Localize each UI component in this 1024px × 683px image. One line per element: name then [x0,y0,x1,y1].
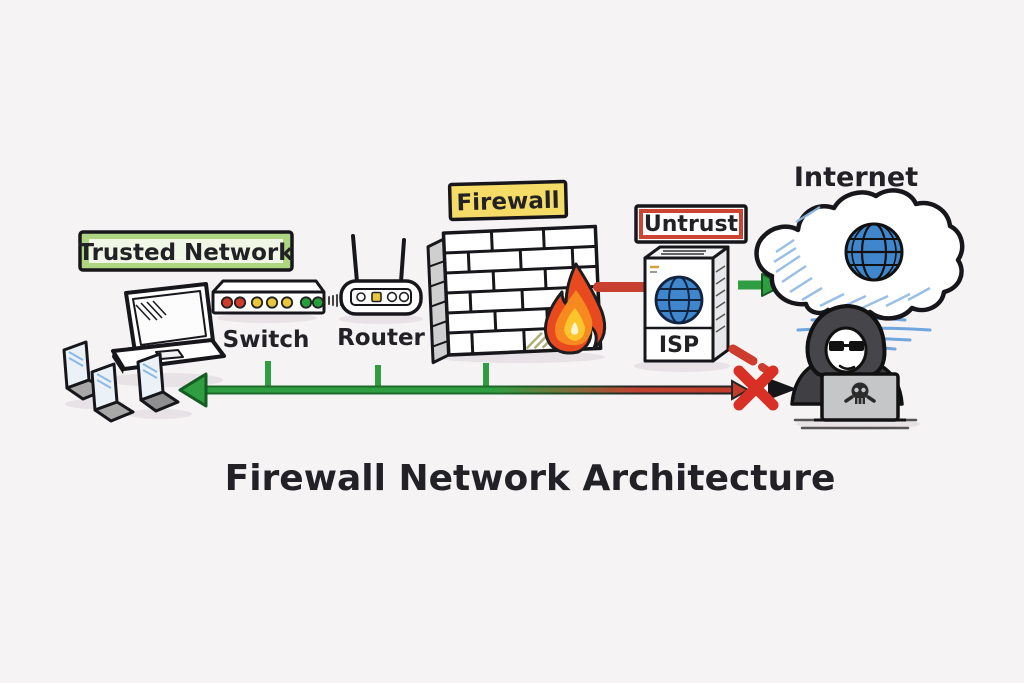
internet-label: Internet [794,162,918,193]
untrust-label-box: Untrust [634,204,748,244]
internet-cloud-icon [754,188,965,351]
hacker-smirk [838,364,856,370]
hacker-icon [790,304,918,430]
link-dots-icon [328,294,342,307]
firewall-label: Firewall [456,188,560,217]
isp-label: ISP [659,333,699,358]
isp-globe-icon [654,275,704,325]
client-device-2 [90,362,135,423]
client-devices-icon [62,340,180,423]
firewall-label-box: Firewall [447,179,569,222]
trusted-network-label: Trusted Network [78,240,294,266]
blocked-x-icon [733,365,779,411]
trusted-network-label-box: Trusted Network [78,230,294,272]
workstation-laptop-icon [111,282,226,374]
internet-globe-icon [844,222,904,282]
flame-icon [543,262,607,355]
arrowhead-left [178,372,208,408]
diagram-title: Firewall Network Architecture [225,458,836,499]
isp-tower-icon: ISP [643,245,730,363]
arrowhead-right-red [731,379,751,401]
sunglasses-icon [829,341,864,351]
blocked-attacker-path [728,344,797,411]
client-device-1 [62,340,107,401]
client-device-3 [136,352,180,413]
return-traffic-arrow [178,361,751,408]
switch-icon [211,279,326,315]
attacker-arrowhead [768,378,797,400]
router-icon [339,234,423,316]
untrust-label: Untrust [644,212,739,237]
hacker-face [824,326,868,374]
switch-label: Switch [223,327,310,353]
skull-icon [844,382,876,404]
router-label: Router [337,325,425,351]
